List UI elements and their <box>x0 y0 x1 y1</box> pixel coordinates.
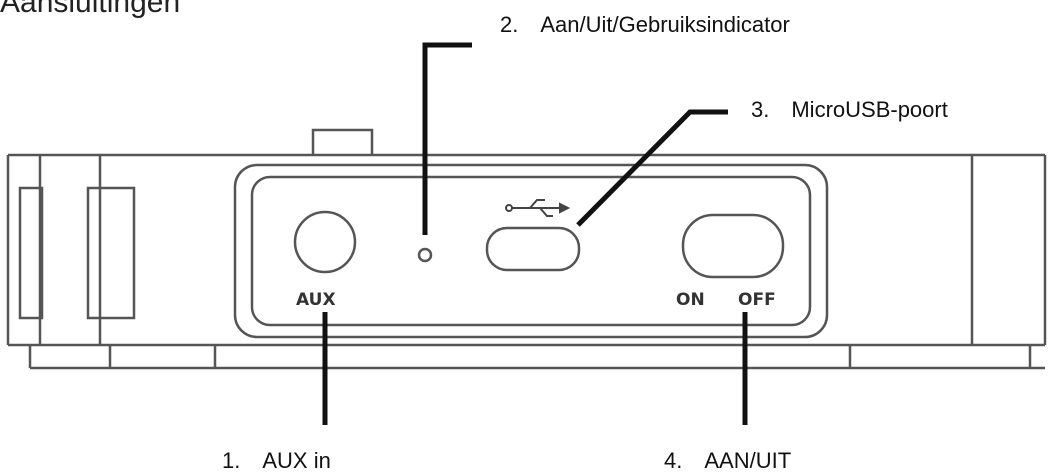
aux-jack <box>293 210 357 274</box>
on-off-switch <box>681 213 785 279</box>
leader-lines <box>322 42 748 425</box>
page-title: Aansluitingen <box>0 0 181 19</box>
microusb-port <box>485 226 581 272</box>
callout-aux-in: 1.AUX in <box>222 448 331 473</box>
port-panel-inner <box>250 175 812 327</box>
callout-on-off: 4.AAN/UIT <box>664 448 792 473</box>
aux-label: AUX <box>296 290 336 310</box>
led-indicator <box>417 247 433 263</box>
leader-led <box>422 42 472 235</box>
usb-icon <box>505 199 571 217</box>
on-label: ON <box>676 290 705 310</box>
port-panel-outer <box>233 163 829 339</box>
off-label: OFF <box>738 290 776 310</box>
callout-power-indicator: 2.Aan/Uit/Gebruiksindicator <box>500 12 790 37</box>
callout-microusb-port: 3.MicroUSB-poort <box>751 97 948 122</box>
device-body <box>6 128 1047 370</box>
top-tab <box>311 128 374 155</box>
leader-usb <box>576 109 728 227</box>
left-clip-outer <box>18 186 44 320</box>
left-clip-inner <box>86 186 136 320</box>
